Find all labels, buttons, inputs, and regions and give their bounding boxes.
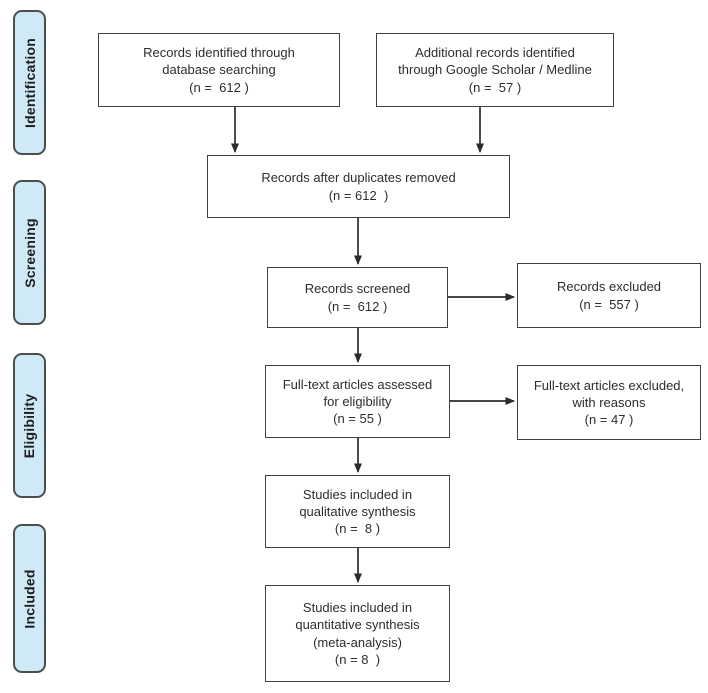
stage-label-screening: Screening (13, 180, 46, 325)
box-fulltext-assessed: Full-text articles assessed for eligibil… (265, 365, 450, 438)
box-additional-records-text: Additional records identified through Go… (398, 45, 592, 95)
box-records-identified-text: Records identified through database sear… (143, 45, 295, 95)
stage-label-eligibility: Eligibility (13, 353, 46, 498)
box-fulltext-excluded-text: Full-text articles excluded, with reason… (533, 377, 685, 428)
box-records-screened-text: Records screened (n = 612 ) (304, 281, 411, 314)
box-records-excluded-text: Records excluded (n = 557 ) (556, 279, 662, 312)
stage-label-eligibility-text: Eligibility (21, 393, 38, 458)
box-qualitative-synthesis-text: Studies included in qualitative synthesi… (299, 486, 416, 537)
box-records-excluded: Records excluded (n = 557 ) (517, 263, 701, 328)
stage-label-identification-text: Identification (21, 37, 38, 128)
box-additional-records: Additional records identified through Go… (376, 33, 614, 107)
box-quantitative-synthesis-text: Studies included in quantitative synthes… (295, 600, 420, 667)
box-after-duplicates-text: Records after duplicates removed (n = 61… (261, 170, 456, 203)
stage-label-included-text: Included (21, 568, 38, 629)
box-qualitative-synthesis: Studies included in qualitative synthesi… (265, 475, 450, 548)
box-records-screened: Records screened (n = 612 ) (267, 267, 448, 328)
box-fulltext-assessed-text: Full-text articles assessed for eligibil… (282, 376, 433, 427)
stage-label-included: Included (13, 524, 46, 673)
stage-label-identification: Identification (13, 10, 46, 155)
box-fulltext-excluded: Full-text articles excluded, with reason… (517, 365, 701, 440)
stage-label-screening-text: Screening (21, 217, 38, 288)
box-records-identified: Records identified through database sear… (98, 33, 340, 107)
box-quantitative-synthesis: Studies included in quantitative synthes… (265, 585, 450, 682)
box-after-duplicates: Records after duplicates removed (n = 61… (207, 155, 510, 218)
